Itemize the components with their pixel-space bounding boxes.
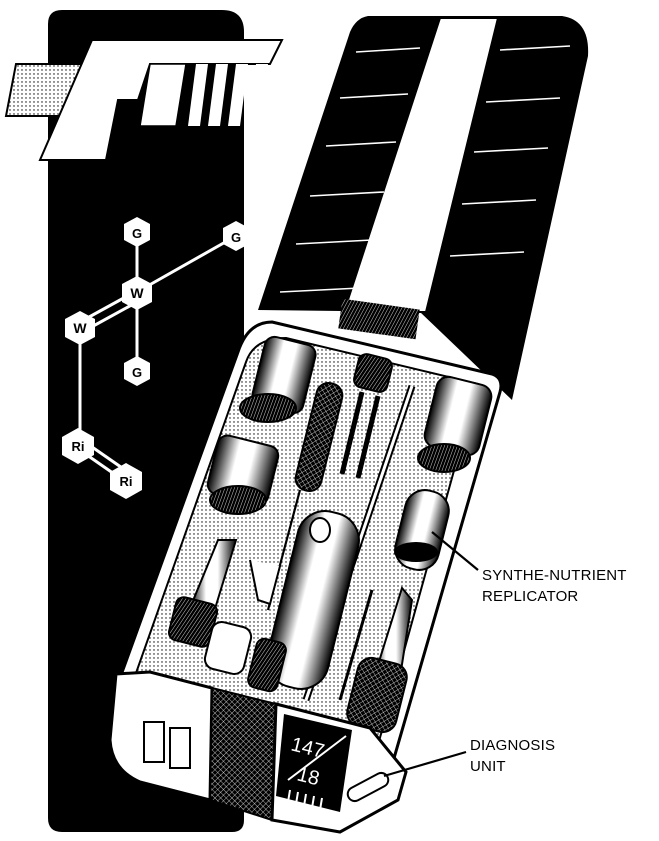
atom-ri-right: Ri bbox=[110, 463, 142, 499]
tool-lower-right bbox=[338, 585, 414, 734]
atom-w-center: W bbox=[122, 276, 152, 310]
display-reading-2: 18 bbox=[295, 764, 322, 791]
lid-center-strip bbox=[342, 17, 500, 313]
atom-ri-left: Ri bbox=[62, 428, 94, 464]
atom-label: G bbox=[132, 226, 142, 241]
kit-lid bbox=[258, 16, 589, 400]
callout-replicator-line2: REPLICATOR bbox=[482, 588, 578, 605]
central-cylinder bbox=[266, 510, 360, 690]
atom-label: W bbox=[130, 285, 144, 301]
end-cap bbox=[108, 670, 278, 822]
atom-g-bottom: G bbox=[124, 356, 150, 386]
tool-forceps bbox=[339, 353, 393, 479]
display-bars bbox=[287, 789, 323, 811]
callout-replicator: SYNTHE-NUTRIENT REPLICATOR bbox=[431, 531, 627, 605]
atom-g-right: G bbox=[223, 221, 249, 251]
kit-body: 147 18 bbox=[108, 320, 503, 834]
emblem-f-letter bbox=[38, 39, 284, 161]
leader-line bbox=[431, 531, 479, 571]
callout-diagnosis: DIAGNOSIS UNIT bbox=[383, 737, 555, 778]
vial-top-left bbox=[206, 335, 317, 515]
callout-diagnosis-line2: UNIT bbox=[470, 758, 506, 775]
lid-ridges bbox=[279, 45, 571, 293]
atom-label: Ri bbox=[72, 439, 85, 454]
bond bbox=[136, 234, 237, 294]
atom-label: Ri bbox=[120, 474, 133, 489]
atom-label: G bbox=[231, 230, 241, 245]
leader-line bbox=[383, 750, 467, 778]
atom-g-top: G bbox=[124, 217, 150, 247]
diagnosis-display-screen bbox=[276, 714, 352, 812]
tool-brush bbox=[249, 382, 344, 611]
tool-lower-left bbox=[167, 539, 287, 693]
vial-top-right bbox=[417, 375, 493, 473]
hinge bbox=[338, 298, 420, 340]
atom-w-left: W bbox=[65, 311, 95, 345]
callout-diagnosis-line1: DIAGNOSIS bbox=[470, 737, 555, 754]
replicator-cylinder bbox=[394, 489, 450, 571]
diagnosis-unit: 147 18 bbox=[270, 702, 408, 834]
molecule-diagram: G G W W G Ri Ri bbox=[62, 217, 249, 499]
f-stripe-emblem bbox=[4, 39, 284, 161]
callout-replicator-line1: SYNTHE-NUTRIENT bbox=[482, 567, 627, 584]
atom-label: G bbox=[132, 365, 142, 380]
atom-label: W bbox=[73, 320, 87, 336]
